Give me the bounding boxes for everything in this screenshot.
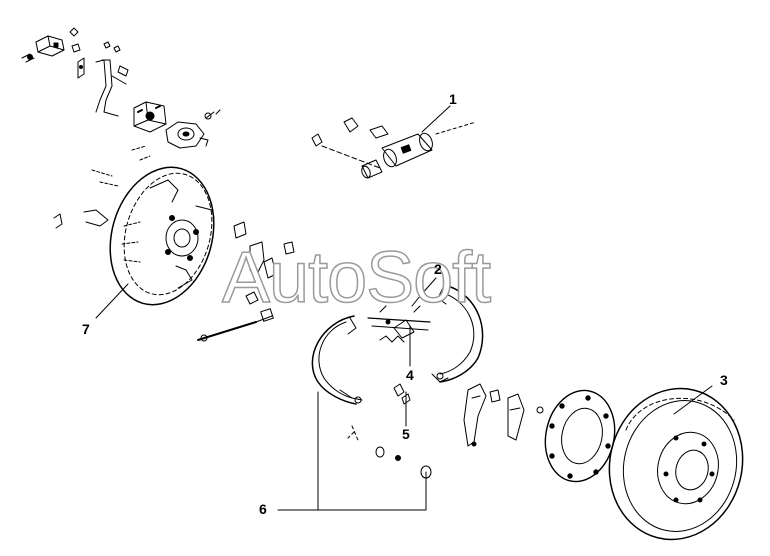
callout-4: 4 <box>406 367 414 383</box>
small-fittings-part <box>69 27 121 79</box>
left-brake-shoe-part <box>311 315 363 405</box>
leader-line-6b <box>317 471 427 511</box>
autosoft-watermark: AutoSoft <box>221 238 492 318</box>
callout-7: 7 <box>82 321 90 337</box>
leader-line-1 <box>421 105 451 133</box>
backing-plate-part <box>53 145 215 306</box>
callout-3: 3 <box>720 372 728 388</box>
leader-lines <box>95 105 713 511</box>
callout-2: 2 <box>434 261 442 277</box>
wheel-cylinder-bracket-part <box>133 101 167 133</box>
adjuster-assembly-part <box>367 305 431 339</box>
hub-disc-part <box>544 389 616 483</box>
parking-lever-part <box>463 383 544 447</box>
return-spring-part <box>379 335 405 343</box>
lever-parts <box>233 221 295 305</box>
right-brake-shoe-part <box>431 285 484 383</box>
axle-bearing-part <box>165 109 221 149</box>
upper-left-hardware <box>21 27 221 149</box>
callout-6: 6 <box>259 501 267 517</box>
leader-line-6 <box>277 391 319 511</box>
bleeder-valve-part <box>21 35 65 63</box>
leader-line-2 <box>411 277 437 307</box>
leader-line-3 <box>673 385 713 415</box>
callout-5: 5 <box>402 426 410 442</box>
callout-1: 1 <box>449 91 457 107</box>
brake-pipe-part <box>95 59 129 117</box>
brake-drum-part <box>608 387 744 541</box>
parking-brake-cable-part <box>197 308 274 342</box>
leader-line-7 <box>95 283 129 319</box>
wheel-cylinder-part <box>311 117 477 179</box>
